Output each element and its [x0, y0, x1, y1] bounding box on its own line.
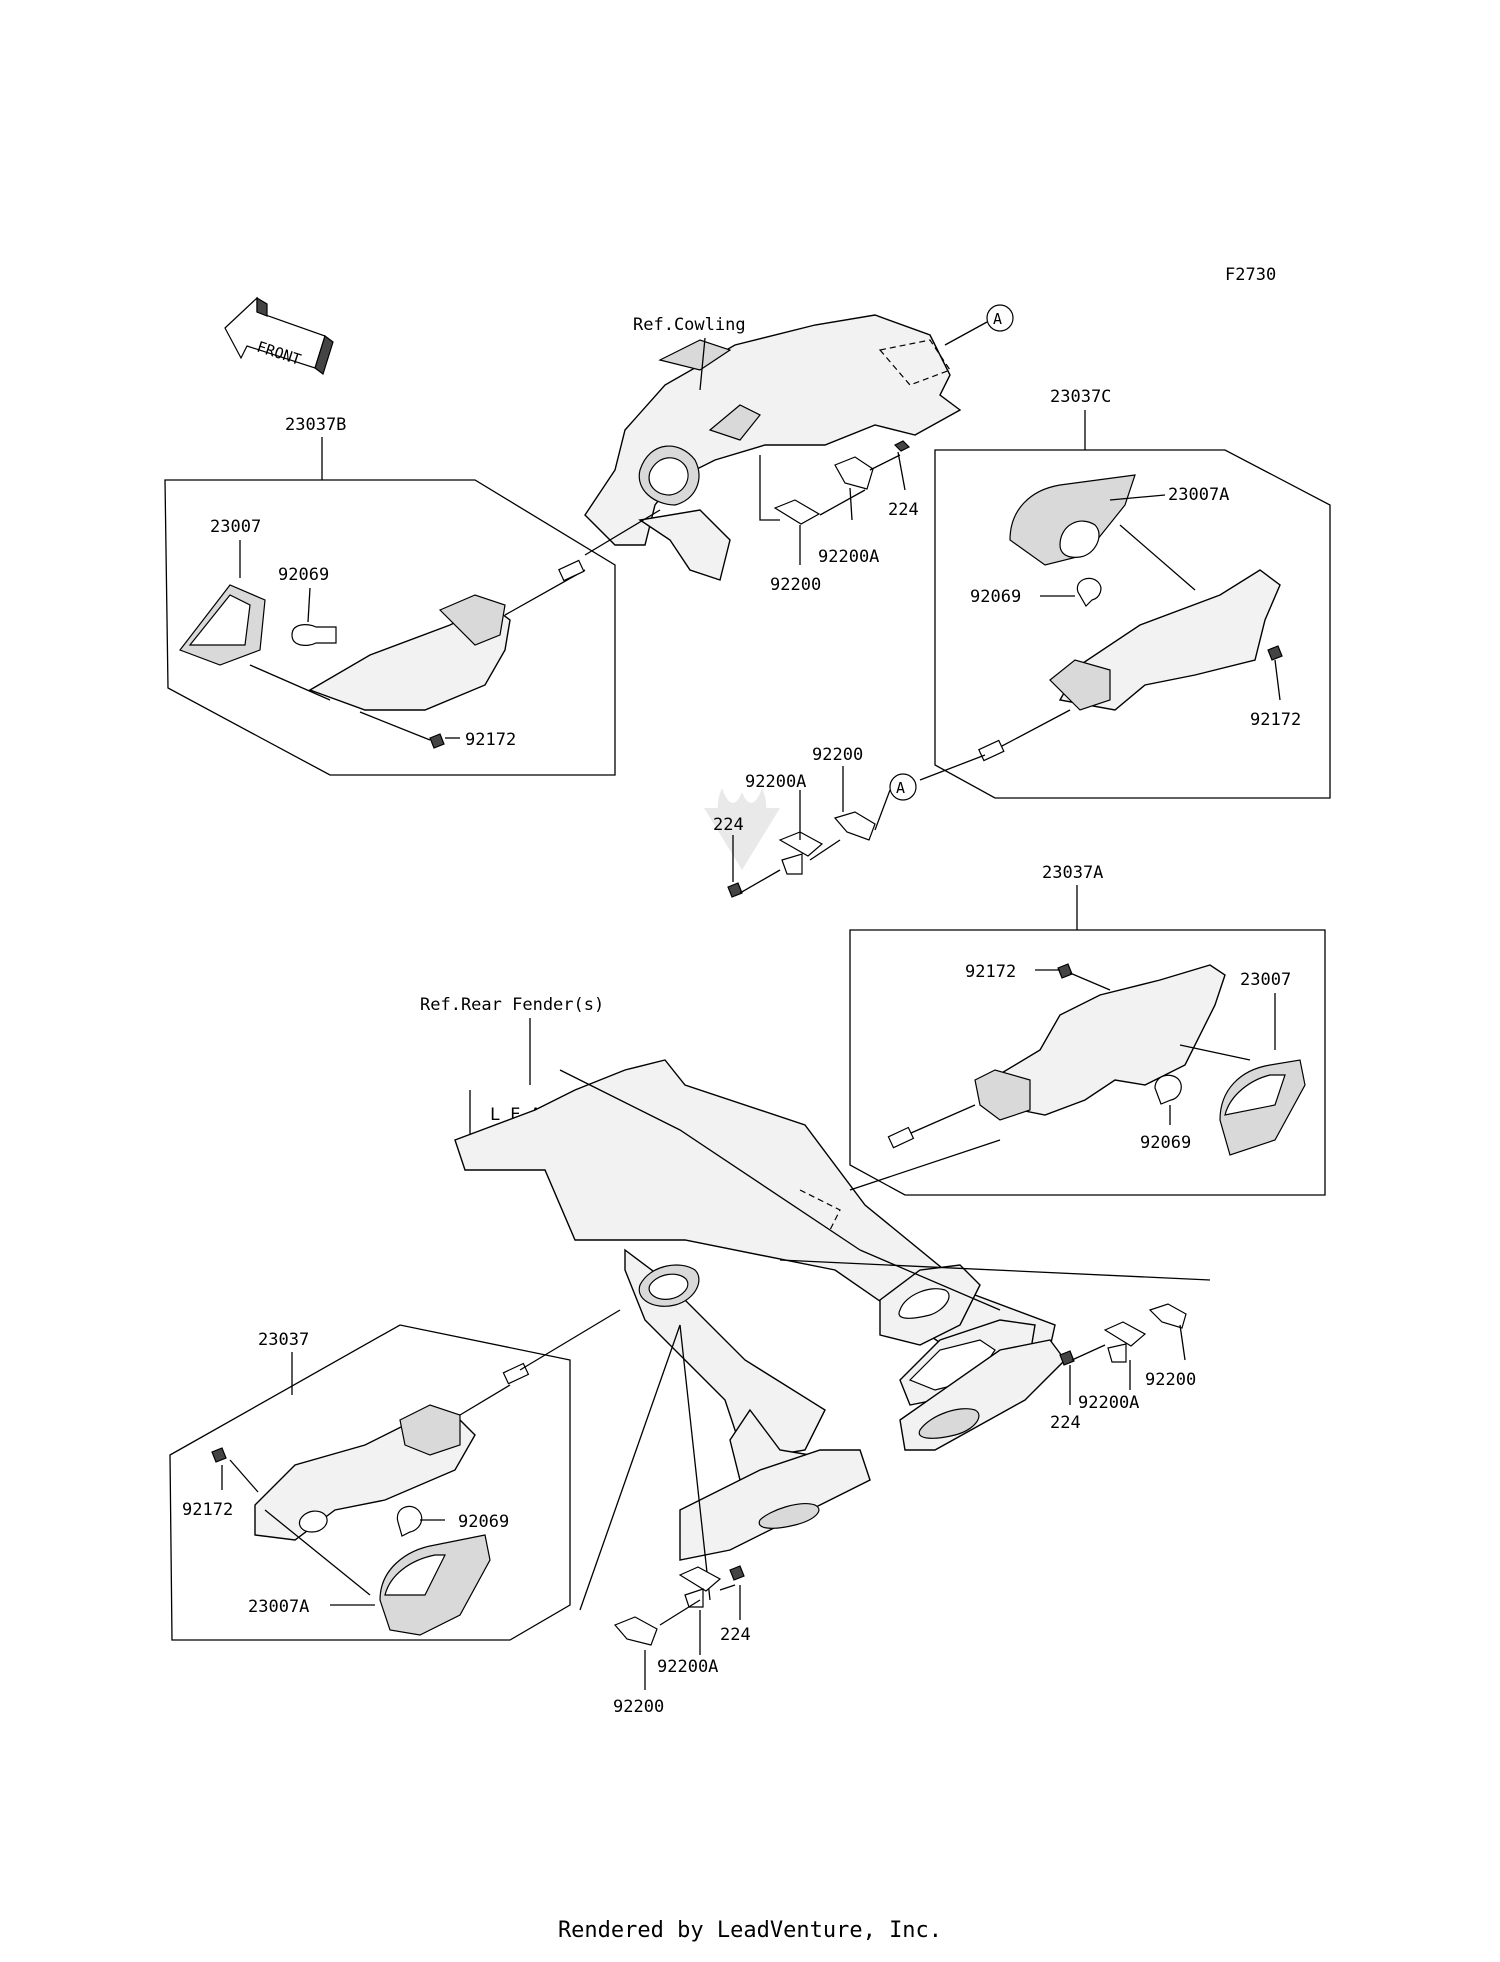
label-92200-rl: 92200 [613, 1697, 664, 1717]
bulb-92069-fl [291, 624, 337, 646]
bulb-92069-rl [396, 1505, 445, 1537]
label-23007a-fr: 23007A [1168, 485, 1229, 505]
lens-23007a-rl [379, 1534, 491, 1636]
label-92200a-mid: 92200A [745, 772, 806, 792]
signal-23037b [308, 509, 661, 711]
label-23037c: 23037C [1050, 387, 1111, 407]
svg-text:A: A [993, 310, 1002, 328]
callout-a-mid: A [889, 773, 917, 801]
rear-right-hardware [1059, 1303, 1187, 1405]
rear-left-hardware [579, 1324, 745, 1690]
signal-23037 [254, 1309, 621, 1541]
figure-code: F2730 [1225, 265, 1276, 285]
front-arrow-icon: FRONT [224, 296, 334, 375]
label-23037a: 23037A [1042, 863, 1103, 883]
label-224-mid: 224 [713, 815, 744, 835]
cowling-part [584, 314, 962, 581]
label-92200-rr: 92200 [1145, 1370, 1196, 1390]
label-224-rl: 224 [720, 1625, 751, 1645]
label-92200-mid: 92200 [812, 745, 863, 765]
label-92069-fl: 92069 [278, 565, 329, 585]
box-23037c [934, 449, 1331, 799]
label-92172-rr: 92172 [965, 962, 1016, 982]
lens-23007-rr [1219, 1059, 1306, 1156]
signal-23037a [887, 964, 1226, 1149]
label-224-top: 224 [888, 500, 919, 520]
label-92069-fr: 92069 [970, 587, 1021, 607]
label-92172-rl: 92172 [182, 1500, 233, 1520]
screw-92172-fr [1267, 645, 1283, 701]
svg-text:A: A [896, 779, 905, 797]
label-92172-fr: 92172 [1250, 710, 1301, 730]
ref-rear-fender-label: Ref.Rear Fender(s) [420, 995, 604, 1015]
screw-92172-rl [211, 1447, 259, 1493]
footer-credit: Rendered by LeadVenture, Inc. [557, 1918, 943, 1943]
label-92200a-rl: 92200A [657, 1657, 718, 1677]
box-23037 [169, 1324, 571, 1641]
callout-a-top: A [944, 304, 1014, 346]
label-92172-fl: 92172 [465, 730, 516, 750]
label-92200a-rr: 92200A [1078, 1393, 1139, 1413]
bulb-92069-fr [1076, 577, 1102, 607]
signal-23037c [919, 569, 1281, 781]
bulb-92069-rr [1154, 1074, 1182, 1105]
screw-92172-fl [359, 711, 460, 749]
box-23037b [164, 479, 616, 776]
lens-23007a-fr [1009, 474, 1136, 566]
rear-fender-part [454, 1059, 1066, 1561]
label-92069-rl: 92069 [458, 1512, 509, 1532]
label-92069-rr: 92069 [1140, 1133, 1191, 1153]
label-23037: 23037 [258, 1330, 309, 1350]
cowling-hardware [759, 440, 911, 565]
label-23007-rr: 23007 [1240, 970, 1291, 990]
lens-23007-fl [179, 584, 266, 666]
label-23037b: 23037B [285, 415, 346, 435]
label-92200a-top: 92200A [818, 547, 879, 567]
ref-cowling-label: Ref.Cowling [633, 315, 746, 335]
label-23007a-rl: 23007A [248, 1597, 309, 1617]
label-224-rr: 224 [1050, 1413, 1081, 1433]
screw-92172-rr [1035, 963, 1111, 991]
label-92200-top: 92200 [770, 575, 821, 595]
label-23007-fl: 23007 [210, 517, 261, 537]
mid-hardware [727, 766, 891, 898]
box-23037a [849, 929, 1326, 1196]
